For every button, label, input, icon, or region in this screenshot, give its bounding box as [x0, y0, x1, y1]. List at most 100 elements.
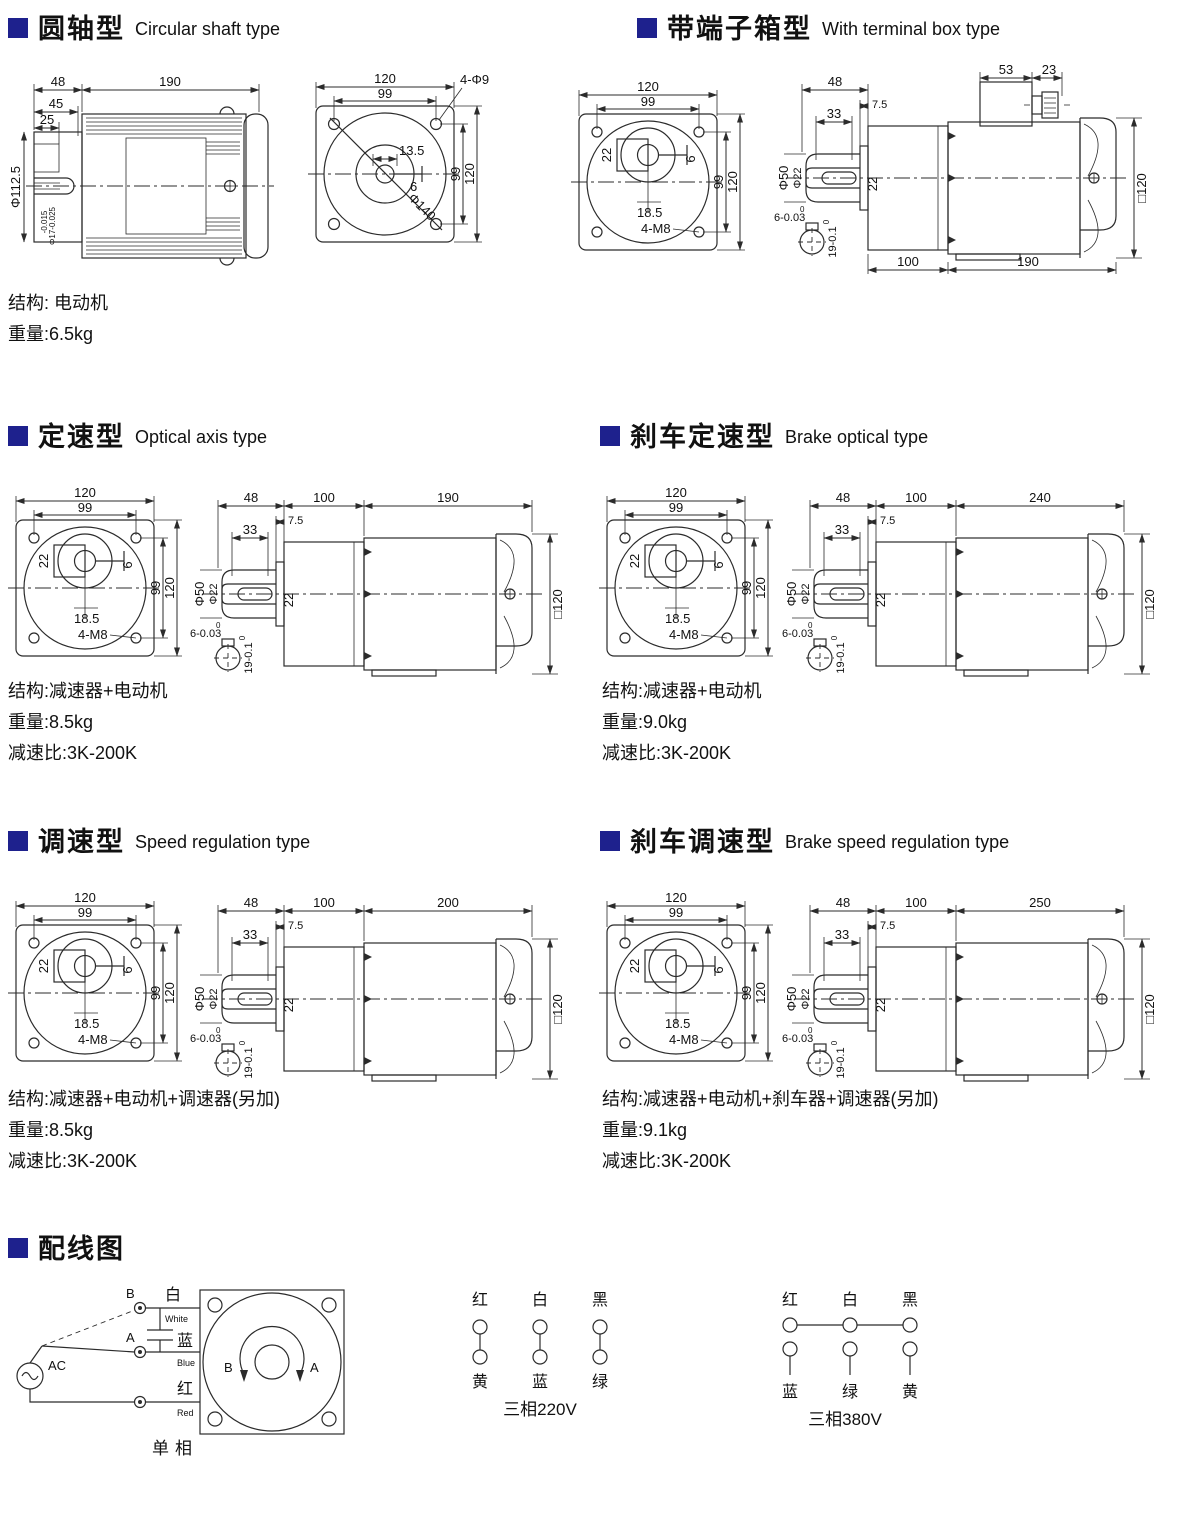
spec-line: 减速比:3K-200K — [8, 1151, 138, 1171]
dim-label: 22 — [281, 593, 296, 607]
wire-label-white-zh: 白 — [165, 1286, 181, 1304]
tolerance-sup: 0 — [238, 635, 247, 640]
section-header-brake-optical: 刹车定速型 Brake optical type — [600, 424, 928, 451]
wire-label-red-zh: 红 — [177, 1380, 193, 1398]
terminal-label: 蓝 — [782, 1383, 798, 1401]
dim-label: 99 — [669, 905, 683, 920]
dim-label: 120 — [665, 485, 687, 500]
dim-label: 250 — [1029, 895, 1051, 910]
tolerance-label: 19-0.1 — [835, 642, 847, 673]
diagram-caption: 三相220V — [503, 1400, 577, 1419]
specs-speed: 结构:减速器+电动机+调速器(另加) 重量:8.5kg 减速比:3K-200K — [8, 1084, 280, 1177]
dim-label: 4-Φ9 — [460, 72, 489, 87]
dim-label: 99 — [148, 581, 163, 595]
dim-label: 99 — [378, 86, 392, 101]
dim-label: Φ50 — [192, 582, 207, 607]
section-title-en: Brake speed regulation type — [785, 832, 1010, 853]
dim-label: 4-M8 — [669, 1032, 699, 1047]
dim-label: 18.5 — [665, 611, 690, 626]
dim-label: 7.5 — [288, 920, 303, 932]
dim-label: 6 — [410, 179, 417, 194]
dim-label: 120 — [374, 71, 396, 86]
terminal-label: 绿 — [842, 1383, 858, 1401]
dim-label: 18.5 — [665, 1016, 690, 1031]
section-header-wiring: 配线图 — [8, 1236, 125, 1263]
dim-label: 48 — [51, 74, 65, 89]
speed-front-view: 120 99 22 6 18.5 4-M8 99 120 — [8, 890, 182, 1062]
dim-label: 240 — [1029, 490, 1051, 505]
dim-label: 45 — [49, 96, 63, 111]
dim-label: 33 — [835, 927, 849, 942]
dim-label: 33 — [243, 522, 257, 537]
dim-label: 33 — [827, 106, 841, 121]
tolerance-sup: 0 — [808, 1026, 813, 1035]
dim-label: 120 — [162, 982, 177, 1004]
terminal-box-side-view: 53 23 48 7.5 33 Φ50 Φ22 22 □120 100 190 … — [774, 62, 1149, 274]
dim-label: 120 — [725, 171, 740, 193]
optical-front-view: 120 99 22 6 18.5 4-M8 99 120 — [8, 485, 182, 657]
section-title-zh: 刹车调速型 — [630, 827, 775, 857]
terminal-label: 黄 — [902, 1383, 918, 1401]
dim-label: 7.5 — [288, 515, 303, 527]
spec-line: 结构: 电动机 — [8, 293, 109, 313]
section-marker-icon — [600, 426, 620, 446]
dim-label: 100 — [905, 490, 927, 505]
wire-label-white-en: White — [165, 1314, 188, 1324]
dim-label: 190 — [1017, 254, 1039, 269]
specs-brake-optical: 结构:减速器+电动机 重量:9.0kg 减速比:3K-200K — [602, 676, 762, 769]
dim-label: 25 — [40, 112, 54, 127]
tolerance-sup: 0 — [808, 621, 813, 630]
dim-label: 120 — [162, 577, 177, 599]
tolerance-label: -0.015 — [40, 210, 49, 233]
dim-label: 120 — [665, 890, 687, 905]
section-title-en: Brake optical type — [785, 427, 929, 448]
dim-label: 6 — [711, 966, 726, 973]
rotation-label-b: B — [224, 1360, 233, 1375]
dim-label: 100 — [313, 490, 335, 505]
dim-label: 120 — [753, 982, 768, 1004]
spec-line: 结构:减速器+电动机+刹车器+调速器(另加) — [602, 1089, 939, 1109]
tolerance-sup: 0 — [830, 635, 839, 640]
dim-label: 6 — [711, 561, 726, 568]
dim-label: Φ50 — [784, 582, 799, 607]
tolerance-sup: 0 — [216, 621, 221, 630]
wire-label-blue-zh: 蓝 — [177, 1332, 193, 1350]
dim-label: Φ50 — [784, 987, 799, 1012]
section-header-terminal: 带端子箱型 With terminal box type — [637, 16, 1000, 43]
dim-label: 22 — [627, 554, 642, 568]
rotation-label-a: A — [310, 1360, 319, 1375]
single-phase-wiring-diagram: B A B A 白 White 蓝 Blue 红 Red AC 单相 — [16, 1286, 345, 1458]
spec-line: 重量:8.5kg — [8, 1120, 94, 1140]
terminal-label: 白 — [842, 1291, 858, 1309]
dim-label: 4-M8 — [78, 1032, 108, 1047]
spec-line: 减速比:3K-200K — [602, 743, 732, 763]
specs-brake-speed: 结构:减速器+电动机+刹车器+调速器(另加) 重量:9.1kg 减速比:3K-2… — [602, 1084, 939, 1177]
section-title-zh: 带端子箱型 — [667, 14, 812, 44]
dim-label: 99 — [669, 500, 683, 515]
dim-label: 22 — [865, 177, 880, 191]
brake-optical-front-view: 120 99 22 6 18.5 4-M8 99 120 — [599, 485, 773, 657]
dim-label: 22 — [599, 148, 614, 162]
dim-label: 99 — [739, 581, 754, 595]
dim-label: 100 — [313, 895, 335, 910]
spec-line: 结构:减速器+电动机 — [602, 681, 762, 701]
dim-label: 99 — [711, 175, 726, 189]
brake-optical-side-view: 48 100 240 7.5 33 Φ50 Φ22 22 □120 6-0.03… — [782, 490, 1157, 677]
terminal-label: 黄 — [472, 1373, 488, 1391]
section-title-zh: 定速型 — [38, 422, 125, 452]
dim-label: 22 — [36, 554, 51, 568]
tolerance-label: 19-0.1 — [827, 226, 839, 257]
spec-line: 重量:6.5kg — [8, 324, 94, 344]
tolerance-sup: 0 — [800, 205, 805, 214]
dim-label: 48 — [836, 895, 850, 910]
motor-fins — [86, 117, 242, 255]
dim-label: 18.5 — [74, 1016, 99, 1031]
dim-label: 190 — [437, 490, 459, 505]
dim-label: □120 — [550, 994, 565, 1024]
circular-shaft-front-view: 120 99 4-Φ9 13.5 6 Φ140 99 120 — [308, 71, 489, 243]
dim-label: 33 — [835, 522, 849, 537]
spec-line: 结构:减速器+电动机+调速器(另加) — [8, 1089, 281, 1109]
dim-label: 100 — [897, 254, 919, 269]
section-marker-icon — [8, 831, 28, 851]
three-phase-220v-diagram: 红 白 黑 黄 蓝 绿 三相220V — [472, 1291, 608, 1419]
